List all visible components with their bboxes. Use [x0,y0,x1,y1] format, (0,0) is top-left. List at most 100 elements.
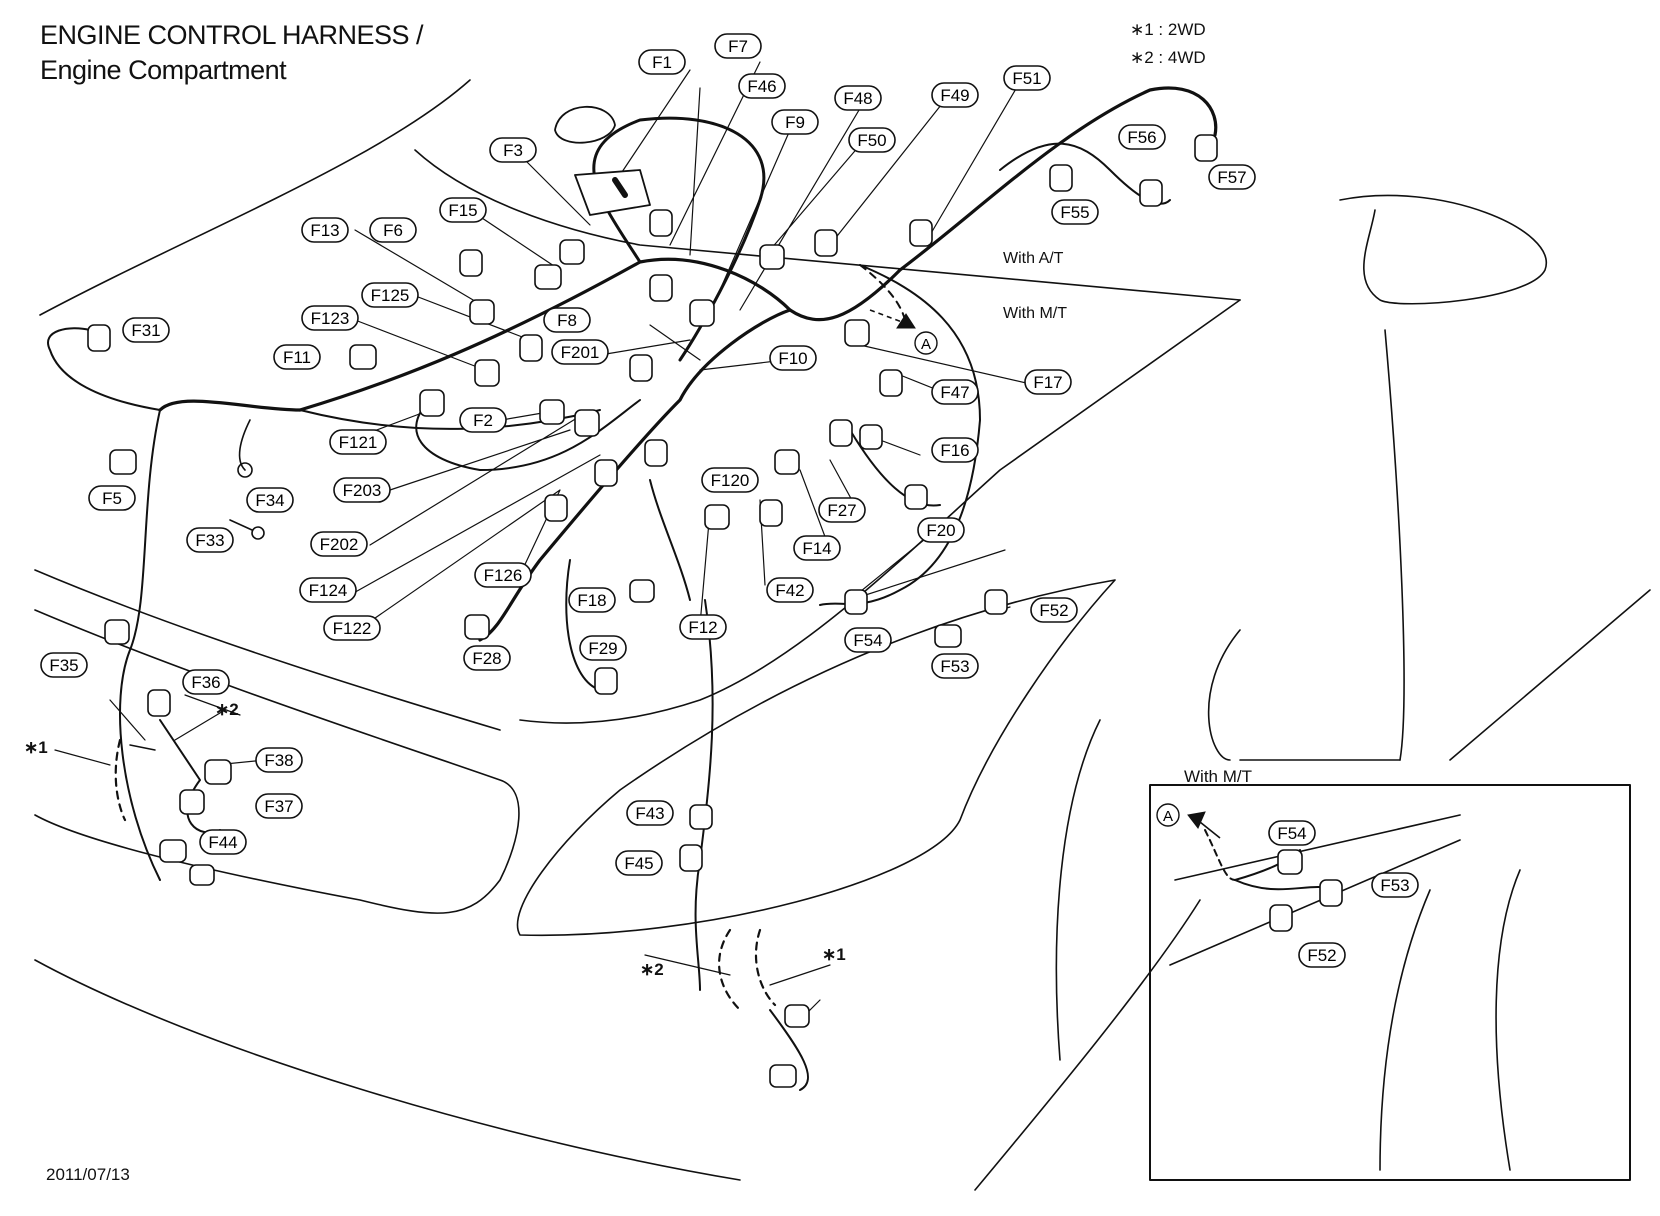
connector-label: F2 [473,411,493,430]
connector-pill [848,127,896,153]
connector-label: F13 [310,221,339,240]
connector-pill [714,33,762,59]
connector-f35-47: F35 [40,652,88,678]
connector-label: F125 [371,286,410,305]
connector-label: F47 [940,383,969,402]
connector-f13-13: F13 [301,217,349,243]
connector-f17-22: F17 [1024,369,1072,395]
connector-label: F122 [333,619,372,638]
connector-pill [771,109,819,135]
connector-pill [551,339,609,365]
connector-pill [273,344,321,370]
connector-f202-34: F202 [310,531,368,557]
connector-pill [626,800,674,826]
note-with-at: With A/T [1003,250,1064,267]
connector-f37-50: F37 [255,793,303,819]
sensor-icon [554,105,616,144]
connector-label: F20 [926,521,955,540]
connector-pill [88,485,136,511]
connector-label: F10 [778,349,807,368]
connector-pill [917,517,965,543]
connector-pill [463,645,511,671]
connector-label: F12 [688,618,717,637]
connector-inset-f53: F53 [1371,872,1419,898]
star-2wd-bottom: ∗1 [822,945,846,964]
connector-label: F15 [448,201,477,220]
inset-frame [1149,784,1631,1181]
connector-label: F43 [635,804,664,823]
connector-pill [199,829,247,855]
connector-f53-46: F53 [931,653,979,679]
connector-pill [679,614,727,640]
connector-pill [615,850,663,876]
connector-label: F28 [472,649,501,668]
connector-f125-15: F125 [361,282,419,308]
connector-label: F201 [561,343,600,362]
connector-label: F202 [320,535,359,554]
ref-a-label-inset: A [1163,808,1173,825]
connector-pill [329,429,387,455]
page-subtitle: Engine Compartment [40,55,287,85]
note-with-mt: With M/T [1003,305,1067,322]
connector-label: F53 [1380,876,1409,895]
connector-label: F9 [785,113,805,132]
connector-f51-6: F51 [1003,65,1051,91]
page-title: ENGINE CONTROL HARNESS / [40,20,424,50]
connector-pill [1118,124,1166,150]
connector-f36-48: F36 [182,669,230,695]
connector-f10-21: F10 [769,345,817,371]
connector-f203-26: F203 [333,477,391,503]
connector-f33-33: F33 [186,527,234,553]
connector-label: F126 [484,566,523,585]
connector-f9-3: F9 [771,109,819,135]
connector-f12-40: F12 [679,614,727,640]
connector-pill [301,217,349,243]
connector-label: F35 [49,656,78,675]
connector-f8-17: F8 [543,307,591,333]
connector-label: F6 [383,221,403,240]
connector-label: F49 [940,86,969,105]
connector-f122-41: F122 [323,615,381,641]
star-4wd-left: ∗2 [215,700,239,719]
connector-label: F37 [264,797,293,816]
connector-label: F34 [255,491,284,510]
connector-f45-53: F45 [615,850,663,876]
connector-f126-37: F126 [474,562,532,588]
connector-pill [931,437,979,463]
connector-pill [474,562,532,588]
connector-pill [1298,942,1346,968]
connector-pill [738,73,786,99]
connector-f27-29: F27 [818,497,866,523]
connector-label: F52 [1039,601,1068,620]
connector-pill [543,307,591,333]
connector-pill [310,531,368,557]
connector-pill [579,635,627,661]
connector-pill [793,535,841,561]
connector-pill [489,137,537,163]
connector-pill [1051,199,1099,225]
connector-f6-14: F6 [369,217,417,243]
harness-trunk [298,86,1218,412]
connector-pill [568,587,616,613]
connector-inset-f52: F52 [1298,942,1346,968]
connector-label: F11 [283,348,311,367]
connector-pill [638,49,686,75]
connector-pill [323,615,381,641]
connector-pill [246,487,294,513]
connector-inset-f54: F54 [1268,820,1316,846]
ref-a-label: A [921,336,931,353]
connector-label: F124 [309,581,348,600]
connector-f123-16: F123 [301,305,359,331]
connector-pill [459,407,507,433]
connector-f18-39: F18 [568,587,616,613]
connector-pill [931,379,979,405]
connector-label: F1 [652,53,672,72]
connector-pill [769,345,817,371]
connector-pill [931,653,979,679]
connector-pill [1268,820,1316,846]
connector-label: F48 [843,89,872,108]
plug-icons [87,134,1343,1088]
connector-label: F42 [775,581,804,600]
ring-terminal-icon [237,462,253,478]
